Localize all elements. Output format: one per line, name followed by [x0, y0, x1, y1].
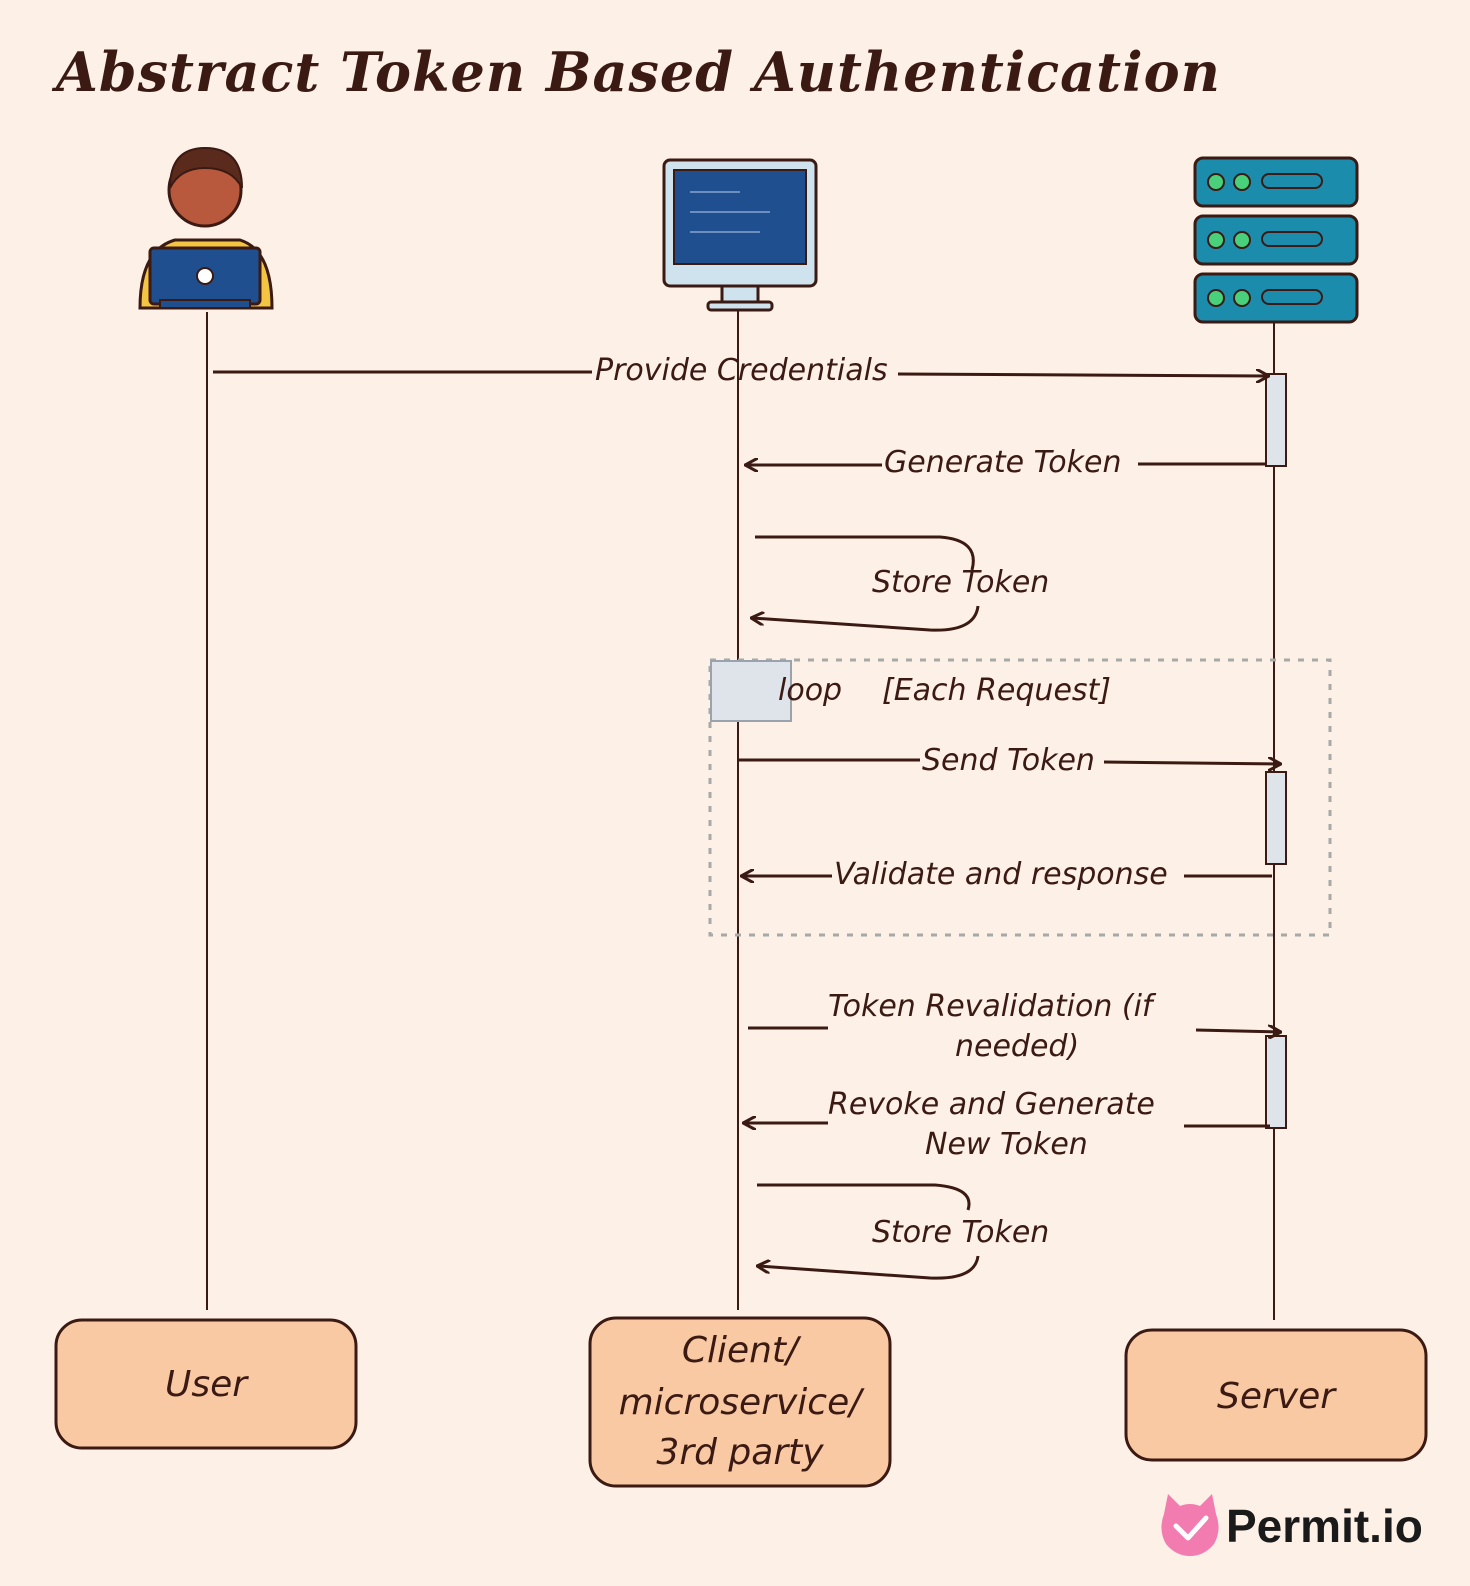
- participant-label-line-1: Client/: [682, 1330, 802, 1371]
- logo-text: Permit.io: [1226, 1500, 1423, 1552]
- message-token-revalidation: Token Revalidation (if needed): [748, 989, 1280, 1064]
- activation-bar-2: [1265, 771, 1287, 865]
- permit-logo: Permit.io: [1161, 1494, 1423, 1556]
- message-generate-token: Generate Token: [746, 445, 1266, 480]
- participant-label-line-3: 3rd party: [656, 1432, 824, 1473]
- message-label-line-2: needed): [955, 1029, 1079, 1064]
- permit-cat-logo-icon: [1161, 1494, 1219, 1556]
- activation-bar-1: [1265, 373, 1287, 467]
- message-label-line-1: Token Revalidation (if: [828, 989, 1157, 1024]
- message-label-line-2: New Token: [925, 1127, 1088, 1162]
- message-store-token-2: Store Token: [757, 1183, 1049, 1280]
- message-validate-and-response: Validate and response: [742, 857, 1272, 892]
- participant-label: Server: [1217, 1376, 1337, 1417]
- participant-user: User: [54, 1318, 358, 1450]
- diagram-title: Abstract Token Based Authentication: [56, 40, 1221, 104]
- message-label: Generate Token: [884, 445, 1121, 480]
- loop-keyword: loop: [778, 673, 842, 708]
- message-provide-credentials: Provide Credentials: [213, 353, 1268, 388]
- message-send-token: Send Token: [738, 743, 1280, 778]
- message-label: Provide Credentials: [595, 353, 888, 388]
- message-revoke-and-generate: Revoke and Generate New Token: [744, 1087, 1270, 1162]
- message-label: Validate and response: [834, 857, 1168, 892]
- activation-bar-3: [1265, 1035, 1287, 1129]
- loop-condition: [Each Request]: [882, 673, 1111, 708]
- participant-label: User: [165, 1364, 249, 1405]
- loop-tag-box: [710, 660, 792, 722]
- message-store-token-1: Store Token: [752, 535, 1049, 632]
- loop-frame: [708, 658, 1332, 937]
- monitor-icon: [662, 158, 818, 312]
- participant-label-line-2: microservice/: [619, 1382, 866, 1423]
- message-label: Send Token: [922, 743, 1095, 778]
- message-label: Store Token: [872, 565, 1049, 600]
- message-label-line-1: Revoke and Generate: [828, 1087, 1155, 1122]
- participant-client: Client/ microservice/ 3rd party: [588, 1316, 892, 1488]
- message-label: Store Token: [872, 1215, 1049, 1250]
- participant-server: Server: [1124, 1328, 1428, 1462]
- server-rack-icon: [1193, 156, 1359, 324]
- person-laptop-icon: [138, 146, 274, 310]
